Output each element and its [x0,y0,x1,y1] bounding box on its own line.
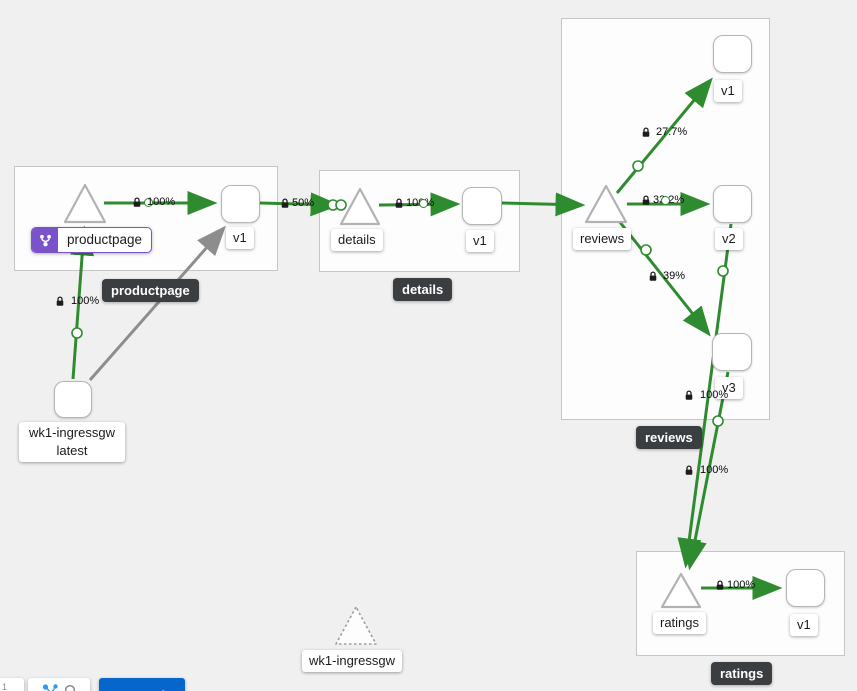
edge-label-reviews-v3-to-ratings: 100% [684,464,728,476]
virtual-service-badge-icon [32,228,58,252]
box-tooltip-details: details [393,278,453,301]
service-triangle-ratings[interactable] [659,571,703,611]
mtls-lock-icon [641,195,651,206]
service-triangle-productpage[interactable] [62,182,108,226]
edge-ingress-to-productpage-v1[interactable] [88,225,226,381]
edge-label-ingress-to-productpage: 100% [55,295,99,307]
node-label-reviews: reviews [573,228,632,250]
edge-reviews-to-v1[interactable] [615,77,713,194]
mtls-lock-icon [715,580,725,591]
edge-details-to-v1[interactable] [378,192,461,217]
edge-reviews-to-v3[interactable] [617,220,711,337]
node-label-ratings: ratings [653,612,707,634]
node-label-ingressgw-name: wk1-ingressgw [29,425,115,440]
edge-ingress-to-productpage[interactable] [70,225,95,380]
edge-label-productpage-to-v1: 100% [132,196,175,208]
graph-toolbar-button-zoom[interactable]: 1 [0,678,24,691]
edge-label-reviews-to-v1: 27.7% [641,126,687,138]
edge-waypoint-icon [661,195,671,205]
edge-label-ratings-to-v1: 100% [715,579,755,591]
node-label-reviews-v2: v2 [715,228,743,250]
edge-productpage-v1-to-reviews[interactable] [501,192,586,217]
box-tooltip-reviews: reviews [636,426,702,449]
edge-waypoint-icon [419,198,429,208]
edge-waypoint-icon [144,197,153,207]
mtls-lock-icon [648,271,658,282]
edge-label-reviews-to-v2: 33.2% [641,194,684,206]
node-label-text: productpage [67,232,143,247]
mtls-lock-icon [684,390,694,401]
node-label-productpage[interactable]: productpage [31,227,153,253]
mtls-lock-icon [684,465,694,476]
node-label-ratings-v1: v1 [790,614,818,636]
workload-node-productpage-v1[interactable] [221,185,260,223]
graph-layout-icon [42,684,58,691]
edge-label-details-to-v1: 100% [394,197,434,209]
edge-reviews-v2-to-ratings[interactable] [677,223,733,569]
box-tooltip-productpage: productpage [102,279,199,302]
node-label-productpage-v1: v1 [226,227,254,249]
node-label-details: details [331,229,383,251]
legend-button[interactable]: Legend [99,678,185,691]
edge-label-reviews-to-v3: 39% [648,270,685,282]
graph-toolbar-button-layout[interactable] [28,678,90,691]
workload-node-ingressgw[interactable] [54,381,92,418]
workload-node-ratings-v1[interactable] [786,569,825,607]
mtls-lock-icon [280,198,290,209]
mtls-lock-icon [132,197,142,208]
workload-node-details-v1[interactable] [462,187,502,225]
ring-icon [64,684,76,691]
service-triangle-details[interactable] [338,186,382,228]
node-label-ingressgw: wk1-ingressgw latest [19,422,125,462]
workload-node-reviews-v3[interactable] [712,333,752,371]
edge-waypoint-dots [71,160,729,427]
node-label-reviews-v3: v3 [715,377,743,399]
mtls-lock-icon [55,296,65,307]
node-label-reviews-v1: v1 [714,80,742,102]
mtls-lock-icon [641,127,651,138]
service-triangle-reviews[interactable] [583,183,629,226]
node-label-ingressgw-version: latest [56,443,88,458]
node-label-idle-ingressgw: wk1-ingressgw [302,650,402,672]
edge-label-reviews-v2-to-ratings: 100% [684,389,728,401]
mtls-lock-icon [394,198,404,209]
node-label-details-v1: v1 [466,230,494,252]
box-tooltip-ratings: ratings [711,662,773,685]
edge-label-productpage-v1-to-details: 50% [280,197,314,209]
workload-node-reviews-v1[interactable] [713,35,752,73]
service-triangle-idle-ingressgw[interactable] [333,604,379,648]
edge-productpage-v1-to-details[interactable] [259,192,341,217]
edge-reviews-v3-to-ratings[interactable] [683,371,730,571]
workload-node-reviews-v2[interactable] [713,185,752,223]
